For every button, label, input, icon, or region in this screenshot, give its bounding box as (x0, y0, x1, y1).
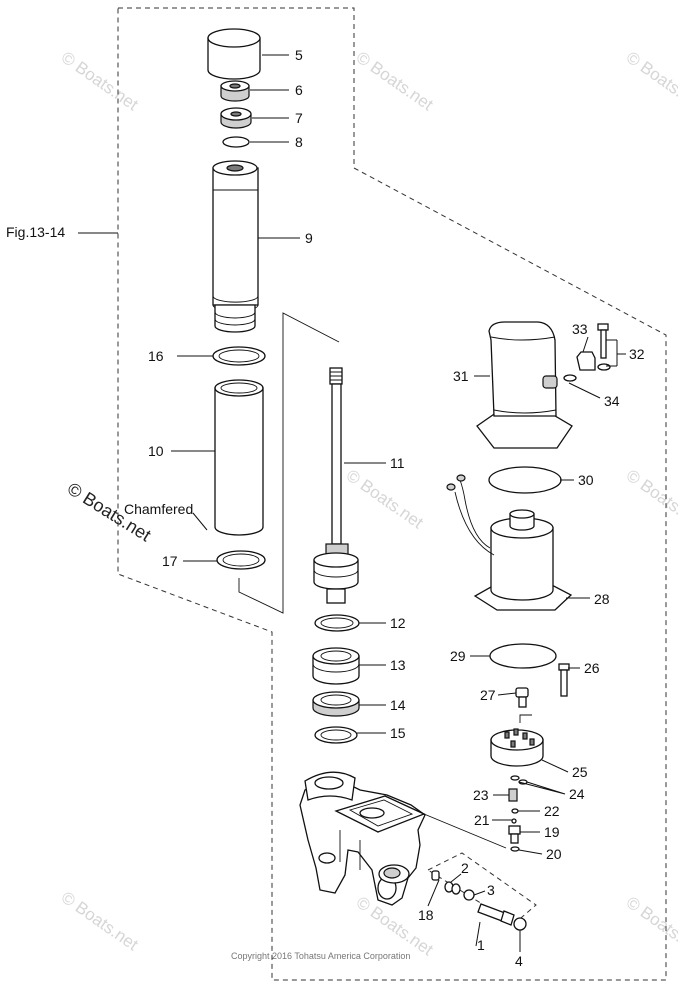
watermark-text: © Boats.net (623, 893, 678, 960)
part-29-o-ring (489, 643, 557, 669)
callout-14: 14 (390, 697, 406, 713)
part-30-o-ring (488, 466, 562, 494)
assembly-line (238, 312, 340, 614)
callout-labels: 5 6 7 8 9 16 10 11 Chamfered 17 12 13 14… (124, 47, 645, 969)
callout-23: 23 (473, 787, 489, 803)
watermark-text: © Boats.net (353, 48, 437, 115)
callout-3: 3 (487, 882, 495, 898)
callout-17: 17 (162, 553, 178, 569)
watermark-text: © Boats.net (623, 48, 678, 115)
callout-19: 19 (544, 824, 560, 840)
callout-20: 20 (546, 846, 562, 862)
part-9-cylinder (212, 160, 259, 333)
callout-1: 1 (477, 937, 485, 953)
figure-reference: Fig.13-14 (6, 224, 65, 240)
callout-4: 4 (515, 953, 523, 969)
callout-11: 11 (390, 455, 405, 471)
watermark-text: © Boats.net (623, 466, 678, 533)
callout-26: 26 (584, 660, 600, 676)
watermark-text: © Boats.net (343, 466, 427, 533)
part-27-plug (515, 687, 529, 708)
part-24-o-ring (510, 775, 520, 781)
part-23-spring (508, 788, 518, 802)
part-19-valve (508, 825, 521, 844)
part-34-o-ring (563, 374, 577, 382)
part-10-tube (214, 379, 264, 536)
part-26-bolt (558, 663, 570, 697)
callout-28: 28 (594, 591, 610, 607)
callout-13: 13 (390, 657, 406, 673)
callout-24: 24 (569, 786, 585, 802)
part-2-o-ring (451, 883, 461, 895)
watermark-text: © Boats.net (58, 48, 142, 115)
callout-30: 30 (578, 472, 594, 488)
part-1-valve-assembly (477, 903, 515, 926)
callout-18: 18 (418, 907, 434, 923)
callout-32: 32 (629, 346, 645, 362)
callout-2: 2 (461, 860, 469, 876)
callout-10: 10 (148, 443, 164, 459)
part-33-fitting (576, 351, 596, 371)
part-28-motor (446, 474, 573, 611)
callout-27: 27 (480, 687, 496, 703)
part-7-washer (220, 107, 252, 129)
callout-34: 34 (604, 393, 620, 409)
part-13-collar (312, 647, 360, 685)
callout-25: 25 (572, 764, 588, 780)
callout-16: 16 (148, 348, 164, 364)
part-18-plug (431, 870, 440, 881)
callout-29: 29 (450, 648, 466, 664)
callout-31: 31 (453, 368, 469, 384)
part-20-o-ring (510, 846, 520, 852)
callout-5: 5 (295, 47, 303, 63)
callout-21: 21 (474, 812, 490, 828)
part-8-o-ring (222, 136, 250, 148)
leader-lines (171, 54, 626, 952)
part-3-o-ring (463, 889, 475, 901)
pump-base-housing (299, 771, 507, 906)
part-14-seal (312, 691, 360, 717)
chamfered-note: Chamfered (124, 501, 193, 517)
callout-33: 33 (572, 321, 588, 337)
part-5-cap (207, 28, 261, 80)
part-12-ring (314, 614, 360, 632)
callout-15: 15 (390, 725, 406, 741)
part-31-motor-cover (476, 321, 573, 449)
part-25-pump-body (490, 714, 544, 767)
callout-12: 12 (390, 615, 406, 631)
part-11-piston-rod (313, 367, 359, 604)
part-22-ball (511, 808, 519, 814)
part-6-nut (220, 80, 250, 102)
copyright-notice: Copyright 2016 Tohatsu America Corporati… (231, 951, 410, 961)
callout-9: 9 (305, 230, 313, 246)
part-21-ball (511, 818, 517, 824)
part-4-o-ring (513, 917, 527, 931)
callout-22: 22 (544, 803, 560, 819)
callout-7: 7 (295, 110, 303, 126)
callout-6: 6 (295, 82, 303, 98)
watermark-text: © Boats.net (58, 888, 142, 955)
part-32-bolt (597, 323, 611, 371)
assembly-boundary (117, 7, 667, 981)
callout-8: 8 (295, 134, 303, 150)
